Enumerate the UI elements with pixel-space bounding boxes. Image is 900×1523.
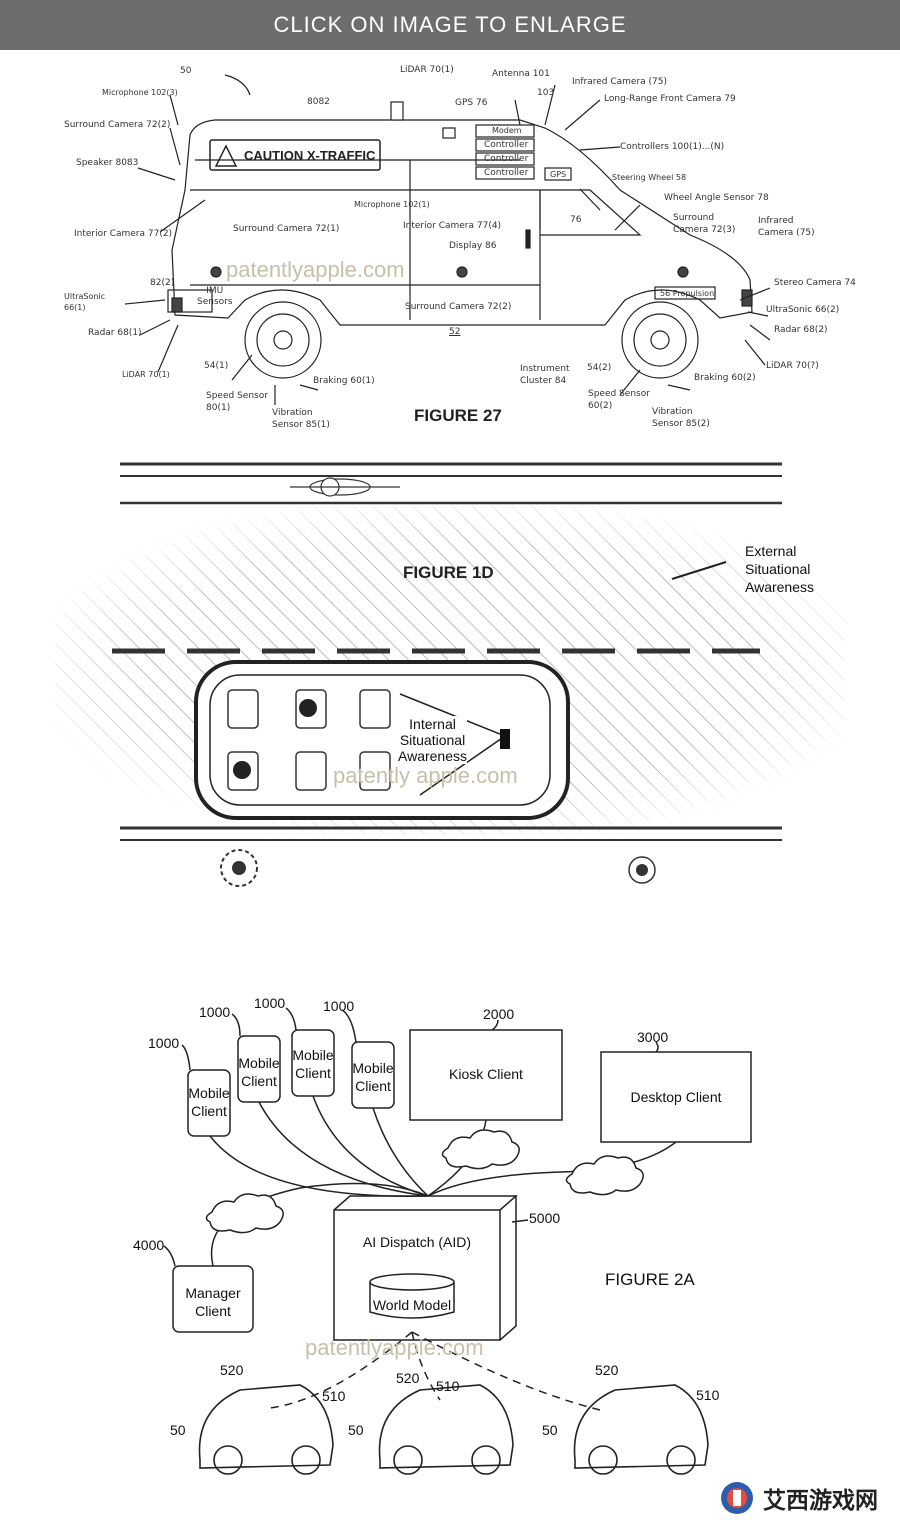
vehicle-3-ref-520: 520 [595,1362,619,1378]
watermark-2: patently apple.com [333,763,518,788]
dispatch-network-drawing [163,1007,752,1475]
label-vibration-85-2: Vibration Sensor 85(2) [652,407,710,429]
label-gps-box: GPS [550,170,567,179]
label-ref-76: 76 [570,215,582,225]
caution-sign-text: CAUTION X-TRAFFIC [244,148,376,163]
mobile-client-4-label[interactable]: Mobile Client [352,1060,394,1094]
label-controller-1: Controller [484,140,529,150]
label-lidar-70-q: LiDAR 70(?) [766,361,819,371]
enlarge-banner[interactable]: CLICK ON IMAGE TO ENLARGE [0,0,900,50]
label-speed-sensor-60-2: Speed Sensor 60(2) [588,389,650,411]
label-54-2: 54(2) [587,363,612,373]
figure-1d-title: FIGURE 1D [403,563,494,582]
vehicle-2-ref-510: 510 [436,1378,460,1394]
label-103: 103 [537,88,555,98]
label-gps-76: GPS 76 [455,98,488,108]
label-radar-68-2: Radar 68(2) [774,325,828,335]
figure-27-panel: 50 Microphone 102(3) LiDAR 70(1) Antenna… [0,50,900,440]
desktop-client-num: 3000 [637,1029,669,1045]
vehicle-3-ref-50: 50 [542,1422,558,1438]
kiosk-client-label[interactable]: Kiosk Client [449,1066,523,1082]
vehicle-1-ref-50: 50 [170,1422,186,1438]
figure-27-title: FIGURE 27 [414,406,502,425]
label-microphone-102-1: Microphone 102(1) [354,200,430,209]
label-54-1: 54(1) [204,361,229,371]
label-8082: 8082 [307,97,330,107]
desktop-client-label[interactable]: Desktop Client [630,1089,722,1105]
watermark-1: patentlyapple.com [226,257,405,282]
logo-globe-icon [721,1482,753,1514]
mobile-client-3-num: 1000 [254,995,286,1011]
label-surround-camera-72-3: Surround Camera 72(3) [673,213,736,235]
internal-awareness-label: Internal Situational Awareness [398,716,468,764]
label-ultrasonic-66-2: UltraSonic 66(2) [766,305,840,315]
label-lidar-70-1-bottom: LiDAR 70(1) [122,370,170,379]
label-ref-50: 50 [180,66,192,76]
label-imu-sensors: IMU Sensors [197,286,233,307]
mobile-client-1-num: 1000 [148,1035,180,1051]
label-interior-camera-77-2: Interior Camera 77(2) [74,229,173,239]
label-infrared-camera-right: Infrared Camera (75) [758,216,815,238]
figure-1d-panel: FIGURE 1D External Situational Awareness… [0,450,900,980]
label-surround-camera-72-1: Surround Camera 72(1) [233,224,340,234]
label-long-range-camera: Long-Range Front Camera 79 [604,94,736,104]
label-infrared-camera-top: Infrared Camera (75) [572,77,668,87]
label-controller-2: Controller [484,154,529,164]
label-instrument-cluster: Instrument Cluster 84 [520,364,570,386]
situational-awareness-drawing [55,462,845,887]
label-ref-52: 52 [449,327,461,337]
label-controllers-100: Controllers 100(1)...(N) [620,142,725,152]
label-wheel-angle-sensor: Wheel Angle Sensor 78 [664,193,769,203]
vehicle-1-ref-520: 520 [220,1362,244,1378]
label-surround-camera-72-2-left: Surround Camera 72(2) [64,120,171,130]
label-propulsion: 56 Propulsion [660,289,715,298]
label-82-2: 82(2) [150,278,175,288]
manager-client-num: 4000 [133,1237,165,1253]
label-ultrasonic-66-1: UltraSonic 66(1) [64,292,106,312]
label-microphone-102-3: Microphone 102(3) [102,88,178,97]
figure-2a-title: FIGURE 2A [605,1270,695,1289]
label-steering-wheel: Steering Wheel 58 [612,173,687,182]
vehicle-1-ref-510: 510 [322,1388,346,1404]
label-display-86: Display 86 [449,241,497,251]
kiosk-client-num: 2000 [483,1006,515,1022]
van-drawing [124,74,771,405]
mobile-client-1-label[interactable]: Mobile Client [188,1085,230,1119]
label-surround-camera-72-2-mid: Surround Camera 72(2) [405,302,512,312]
label-braking-60-2: Braking 60(2) [694,373,756,383]
watermark-3: patentlyapple.com [305,1335,484,1360]
dispatch-num: 5000 [529,1210,561,1226]
logo-text: 艾西游戏网 [763,1488,878,1514]
vehicle-3-ref-510: 510 [696,1387,720,1403]
mobile-client-2-label[interactable]: Mobile Client [238,1055,280,1089]
external-awareness-label: External Situational Awareness [745,543,815,595]
label-speed-sensor-80-1: Speed Sensor 80(1) [206,391,268,413]
world-model-label: World Model [372,1297,452,1313]
label-antenna-101: Antenna 101 [492,69,550,79]
dispatch-label[interactable]: AI Dispatch (AID) [362,1234,472,1250]
vehicle-2-ref-520: 520 [396,1370,420,1386]
manager-client-label[interactable]: Manager Client [185,1285,241,1319]
figure-2a-panel: 1000 1000 1000 1000 2000 3000 4000 5000 … [0,990,900,1523]
label-radar-68-1: Radar 68(1) [88,328,142,338]
label-lidar-70-1: LiDAR 70(1) [400,65,454,75]
vehicle-2-ref-50: 50 [348,1422,364,1438]
label-interior-camera-77-4: Interior Camera 77(4) [403,221,502,231]
label-vibration-85-1: Vibration Sensor 85(1) [272,408,330,430]
site-logo[interactable]: 艾西游戏网 [719,1480,889,1516]
label-modem: Modem [492,126,522,135]
label-stereo-camera: Stereo Camera 74 [774,278,856,288]
mobile-client-2-num: 1000 [199,1004,231,1020]
mobile-client-3-label[interactable]: Mobile Client [292,1047,334,1081]
label-speaker-8083: Speaker 8083 [76,158,139,168]
label-controller-3: Controller [484,168,529,178]
mobile-client-4-num: 1000 [323,998,355,1014]
label-braking-60-1: Braking 60(1) [313,376,375,386]
